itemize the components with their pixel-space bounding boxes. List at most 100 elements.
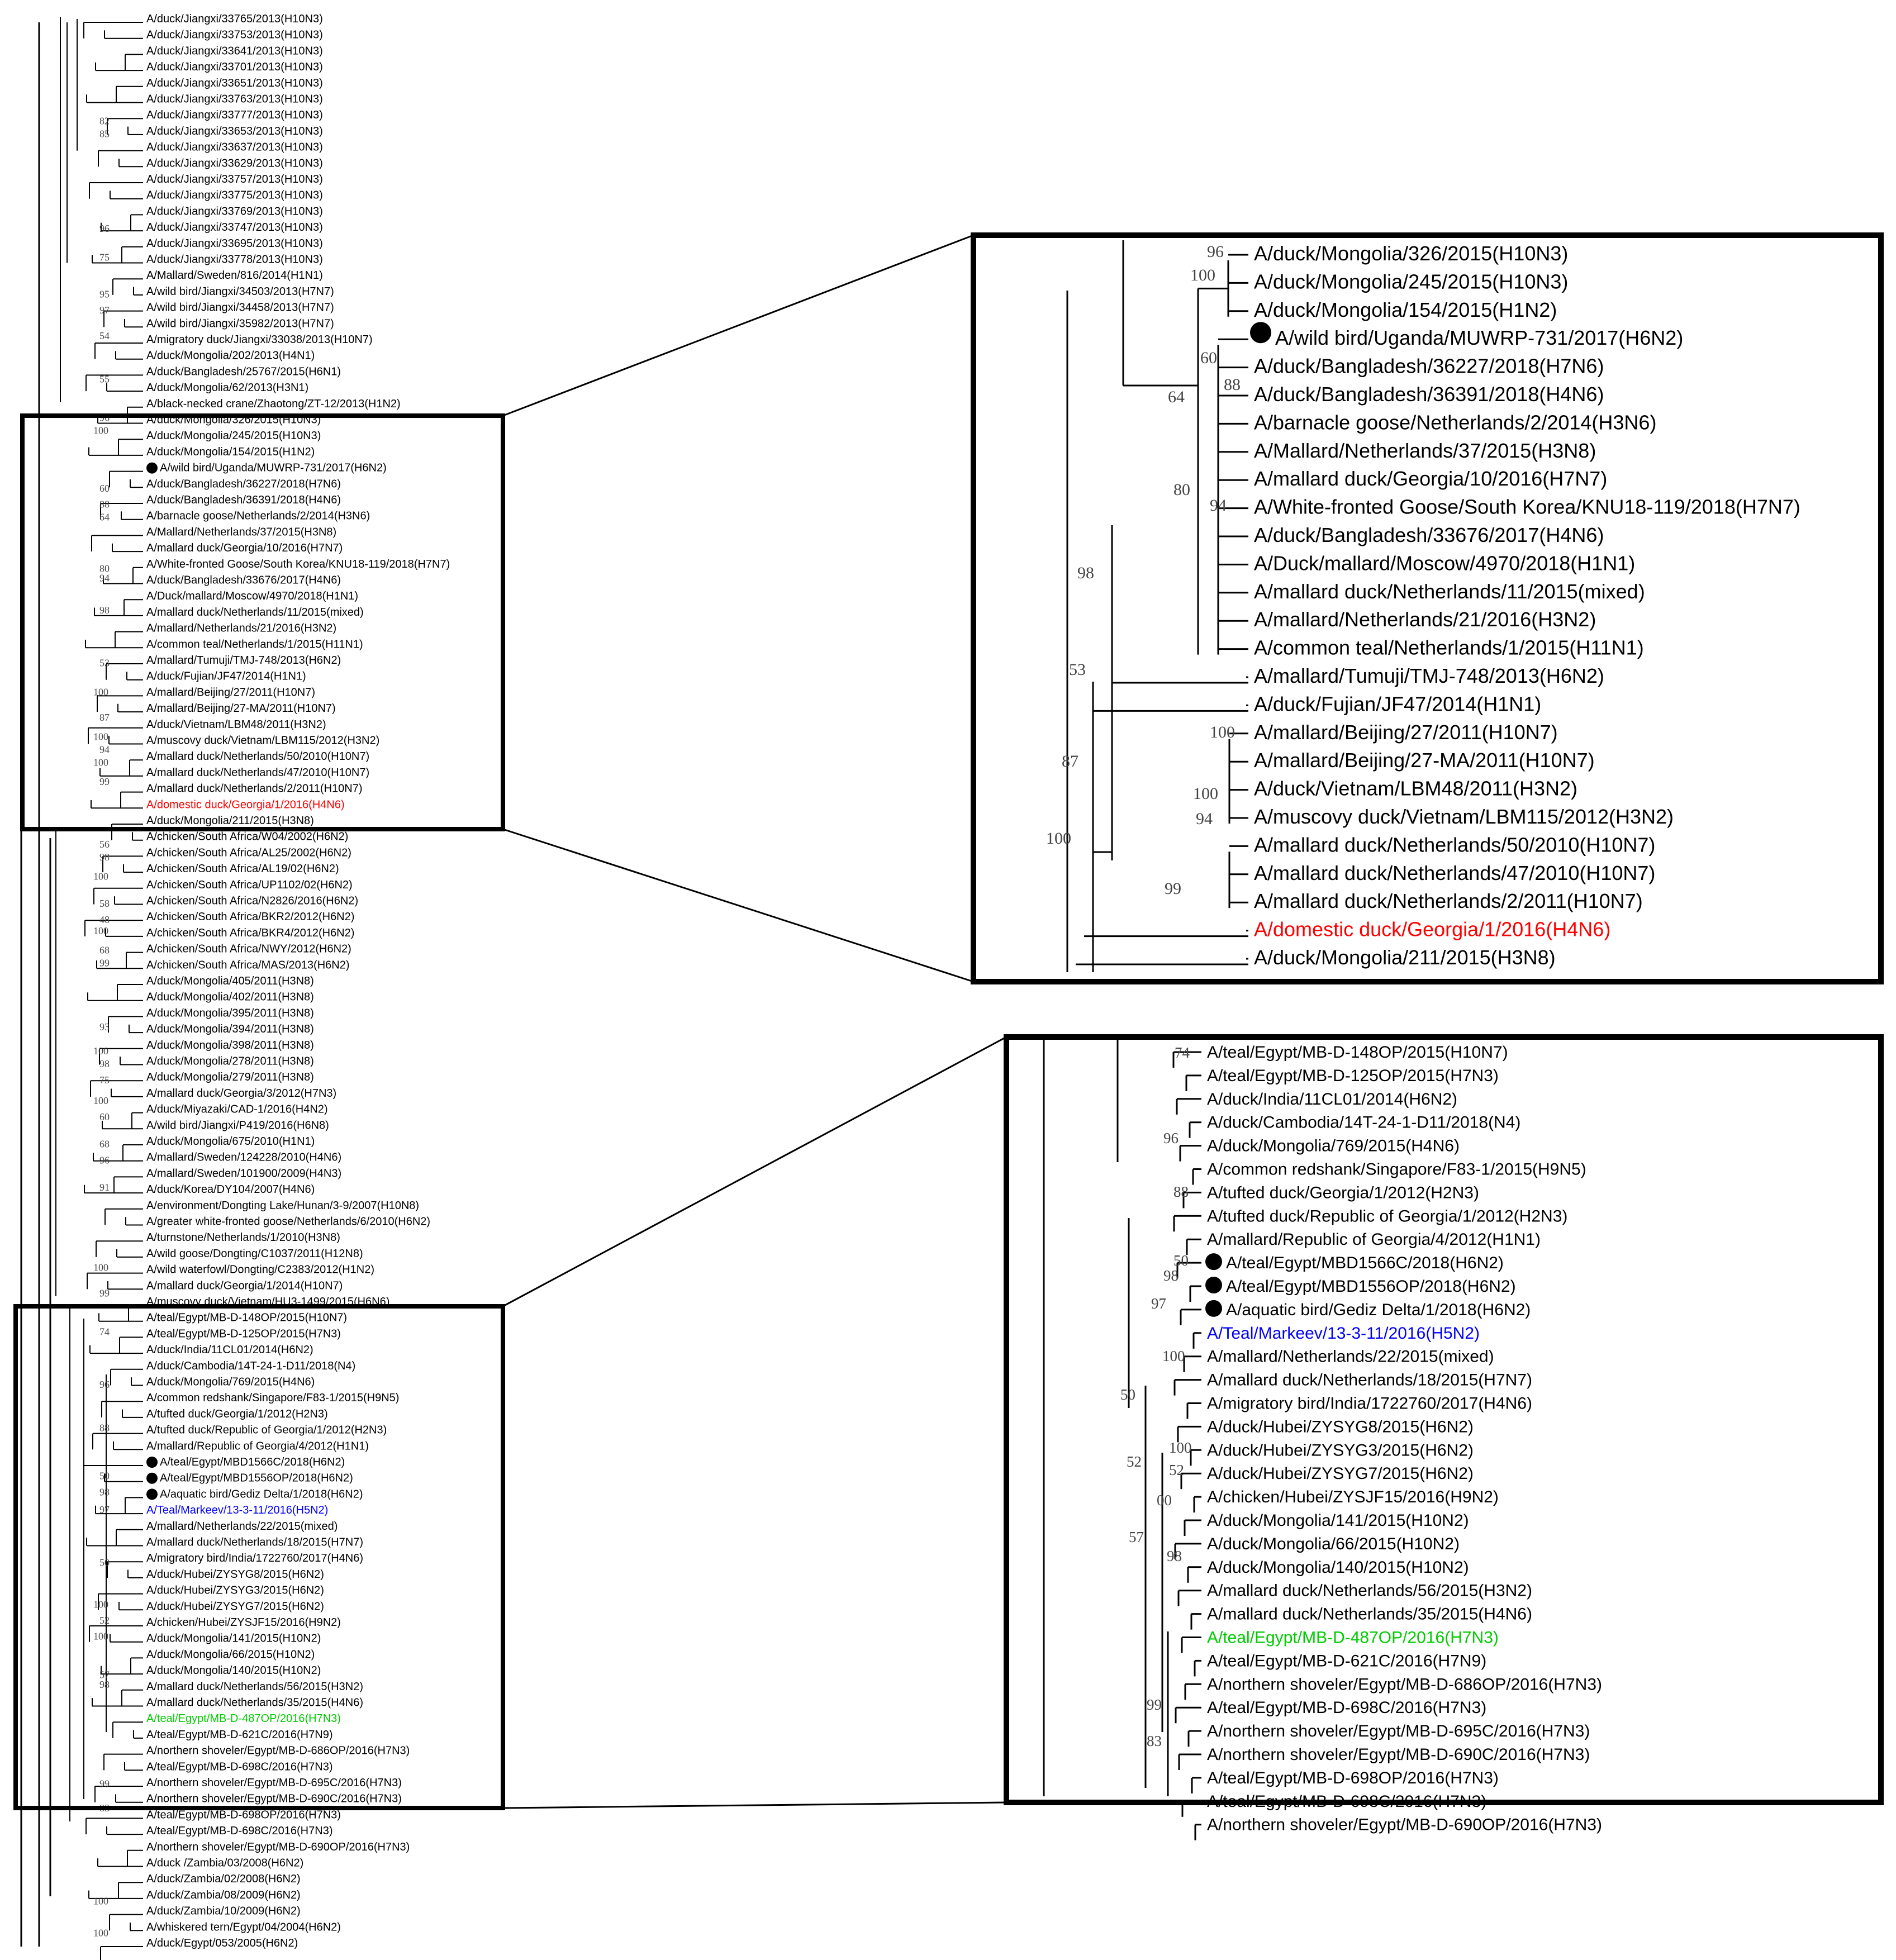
- overview-taxon-label: A/mallard duck/Netherlands/50/2010(H10N7…: [146, 750, 369, 763]
- inset-taxon-label: A/northern shoveler/Egypt/MB-D-690OP/201…: [1207, 1816, 1602, 1834]
- marker-dot-icon: [1205, 1300, 1222, 1317]
- overview-bootstrap-value: 100: [93, 1095, 108, 1106]
- inset-taxon-label: A/teal/Egypt/MB-D-621C/2016(H7N9): [1207, 1652, 1486, 1670]
- overview-taxon-label: A/duck/Zambia/08/2009(H6N2): [146, 1889, 301, 1901]
- inset-bootstrap-value: 100: [1210, 723, 1235, 741]
- overview-taxon-label: A/chicken/South Africa/MAS/2013(H6N2): [146, 959, 350, 971]
- inset-bootstrap-value: 87: [1062, 752, 1078, 770]
- inset-bootstrap-value: 94: [1196, 810, 1213, 828]
- overview-taxon-label: A/teal/Egypt/MB-D-698OP/2016(H7N3): [146, 1809, 341, 1821]
- overview-bootstrap-value: 96: [99, 223, 110, 234]
- zoom-frame-large-top: [971, 232, 1884, 984]
- inset-bootstrap-value: 83: [1147, 1733, 1162, 1749]
- overview-taxon-label: A/duck/Zambia/02/2008(H6N2): [146, 1873, 301, 1885]
- inset-tree-bottom: A/teal/Egypt/MB-D-148OP/2015(H10N7)A/tea…: [1043, 1039, 1602, 1840]
- overview-taxon-label: A/mallard duck/Georgia/10/2016(H7N7): [146, 542, 343, 554]
- overview-taxon-label: A/Mallard/Netherlands/37/2015(H3N8): [146, 526, 336, 538]
- inset-taxon-label: A/mallard duck/Netherlands/47/2010(H10N7…: [1254, 862, 1655, 884]
- inset-taxon-label: A/duck/Bangladesh/36391/2018(H4N6): [1254, 383, 1604, 406]
- overview-bootstrap-value: 100: [93, 425, 108, 436]
- overview-taxon-label: A/duck/Jiangxi/33653/2013(H10N3): [146, 125, 323, 137]
- marker-dot-icon: [1205, 1277, 1222, 1293]
- inset-taxon-label: A/mallard duck/Netherlands/35/2015(H4N6): [1207, 1605, 1532, 1624]
- overview-taxon-label: A/chicken/Hubei/ZYSJF15/2016(H9N2): [146, 1616, 341, 1629]
- inset-taxon-label: A/mallard duck/Netherlands/56/2015(H3N2): [1207, 1582, 1532, 1600]
- inset-bootstrap-value: 57: [1129, 1529, 1144, 1545]
- overview-taxon-label: A/tufted duck/Republic of Georgia/1/2012…: [146, 1424, 387, 1436]
- overview-taxon-label: A/Mallard/Sweden/816/2014(H1N1): [146, 269, 323, 282]
- overview-bootstrap-value: 99: [99, 776, 110, 787]
- inset-taxon-label: A/mallard/Netherlands/21/2016(H3N2): [1254, 608, 1596, 631]
- inset-taxon-label: A/duck/Cambodia/14T-24-1-D11/2018(N4): [1207, 1114, 1520, 1132]
- overview-taxon-label: A/duck/Mongolia/154/2015(H1N2): [146, 446, 315, 458]
- overview-taxon-label: A/tufted duck/Georgia/1/2012(H2N3): [146, 1408, 328, 1420]
- overview-taxon-label: A/duck/Hubei/ZYSYG8/2015(H6N2): [146, 1568, 324, 1581]
- overview-bootstrap-value: 68: [99, 944, 110, 955]
- overview-taxon-label: A/mallard duck/Netherlands/35/2015(H4N6): [146, 1697, 363, 1709]
- inset-bootstrap-value: 99: [1165, 879, 1181, 898]
- overview-taxon-label: A/mallard duck/Georgia/3/2012(H7N3): [146, 1087, 336, 1100]
- inset-taxon-label: A/teal/Egypt/MB-D-698C/2016(H7N3): [1207, 1699, 1486, 1717]
- overview-taxon-label: A/duck/Zambia/10/2009(H6N2): [146, 1905, 301, 1918]
- overview-taxon-label: A/mallard/Beijing/27/2011(H10N7): [146, 686, 315, 698]
- overview-taxon-label: A/duck/Mongolia/202/2013(H4N1): [146, 350, 315, 362]
- inset-taxon-label: A/muscovy duck/Vietnam/LBM115/2012(H3N2): [1254, 805, 1674, 828]
- overview-taxon-label: A/Duck/mallard/Moscow/4970/2018(H1N1): [146, 590, 358, 602]
- inset-bootstrap-value: 60: [1200, 349, 1217, 367]
- overview-taxon-label: A/mallard/Netherlands/22/2015(mixed): [146, 1520, 338, 1533]
- overview-taxon-label: A/duck/Jiangxi/33641/2013(H10N3): [146, 45, 323, 57]
- overview-taxon-label: A/teal/Egypt/MBD1556OP/2018(H6N2): [160, 1472, 353, 1485]
- overview-taxon-label: A/mallard duck/Netherlands/56/2015(H3N2): [146, 1681, 363, 1693]
- inset-taxon-label: A/northern shoveler/Egypt/MB-D-690C/2016…: [1207, 1745, 1590, 1764]
- inset-bootstrap-value: 100: [1169, 1439, 1192, 1456]
- zoom-connector-line: [502, 1801, 1007, 1809]
- overview-taxon-label: A/duck/Mongolia/141/2015(H10N2): [146, 1633, 321, 1645]
- overview-taxon-label: A/duck/Mongolia/675/2010(H1N1): [146, 1135, 315, 1148]
- inset-bootstrap-value: 50: [1173, 1252, 1189, 1269]
- overview-taxon-label: A/duck/Jiangxi/33777/2013(H10N3): [146, 109, 323, 121]
- overview-taxon-label: A/migratory bird/India/1722760/2017(H4N6…: [146, 1552, 363, 1564]
- overview-taxon-label: A/mallard/Beijing/27-MA/2011(H10N7): [146, 702, 336, 715]
- overview-taxon-label: A/duck/Miyazaki/CAD-1/2016(H4N2): [146, 1103, 328, 1116]
- inset-taxon-label: A/duck/Bangladesh/36227/2018(H7N6): [1254, 355, 1604, 378]
- zoom-frame-small-top: [20, 413, 505, 831]
- inset-bootstrap-value: 100: [1046, 829, 1071, 848]
- inset-bootstrap-value: 97: [1151, 1295, 1166, 1312]
- overview-taxon-label: A/teal/Egypt/MB-D-698C/2016(H7N3): [146, 1825, 332, 1837]
- inset-bootstrap-value: 74: [1175, 1044, 1190, 1061]
- overview-taxon-label: A/teal/Egypt/MBD1566C/2018(H6N2): [160, 1456, 345, 1468]
- overview-taxon-label: A/teal/Egypt/MB-D-125OP/2015(H7N3): [146, 1328, 341, 1340]
- overview-taxon-label: A/black-necked crane/Zhaotong/ZT-12/2013…: [146, 398, 401, 410]
- overview-taxon-label: A/duck/Bangladesh/33676/2017(H4N6): [146, 574, 341, 587]
- overview-taxon-label: A/duck/Hubei/ZYSYG7/2015(H6N2): [146, 1600, 324, 1612]
- overview-bootstrap-value: 80: [99, 563, 110, 574]
- overview-bootstrap-value: 95: [99, 289, 110, 300]
- inset-taxon-label: A/duck/Mongolia/140/2015(H10N2): [1207, 1558, 1469, 1577]
- overview-taxon-label: A/mallard duck/Netherlands/18/2015(H7N7): [146, 1536, 363, 1549]
- overview-bootstrap-value: 99: [99, 1778, 110, 1790]
- inset-bootstrap-value: 88: [1224, 375, 1241, 394]
- overview-taxon-label: A/mallard duck/Georgia/1/2014(H10N7): [146, 1279, 343, 1292]
- inset-taxon-label: A/mallard/Tumuji/TMJ-748/2013(H6N2): [1254, 664, 1604, 687]
- inset-taxon-label: A/northern shoveler/Egypt/MB-D-686OP/201…: [1207, 1675, 1602, 1693]
- inset-bootstrap-value: 80: [1173, 481, 1190, 499]
- overview-taxon-label: A/duck/Jiangxi/33763/2013(H10N3): [146, 93, 323, 106]
- inset-taxon-label: A/duck/Mongolia/245/2015(H10N3): [1254, 270, 1568, 293]
- zoom-frame-small-bottom: [13, 1304, 505, 1810]
- overview-bootstrap-value: 74: [99, 1326, 110, 1337]
- inset-taxon-label: A/duck/Mongolia/769/2015(H4N6): [1207, 1137, 1460, 1155]
- inset-taxon-label: A/mallard/Republic of Georgia/4/2012(H1N…: [1207, 1230, 1541, 1249]
- overview-bootstrap-value: 100: [93, 925, 108, 936]
- overview-taxon-label: A/teal/Egypt/MB-D-148OP/2015(H10N7): [146, 1312, 347, 1324]
- inset-bootstrap-value: 100: [1162, 1348, 1185, 1364]
- overview-bootstrap-value: 94: [99, 573, 110, 584]
- overview-taxon-label: A/duck/Korea/DY104/2007(H4N6): [146, 1183, 315, 1196]
- overview-bootstrap-value: 98: [99, 605, 110, 616]
- inset-bootstrap-value: 94: [1210, 496, 1227, 515]
- overview-taxon-label: A/teal/Egypt/MB-D-698C/2016(H7N3): [146, 1761, 332, 1773]
- overview-taxon-label: A/migratory duck/Jiangxi/33038/2013(H10N…: [146, 334, 373, 346]
- inset-taxon-label: A/teal/Egypt/MB-D-698OP/2016(H7N3): [1207, 1769, 1499, 1787]
- overview-bootstrap-value: 88: [99, 498, 110, 510]
- inset-taxon-label: A/duck/Mongolia/326/2015(H10N3): [1254, 242, 1568, 265]
